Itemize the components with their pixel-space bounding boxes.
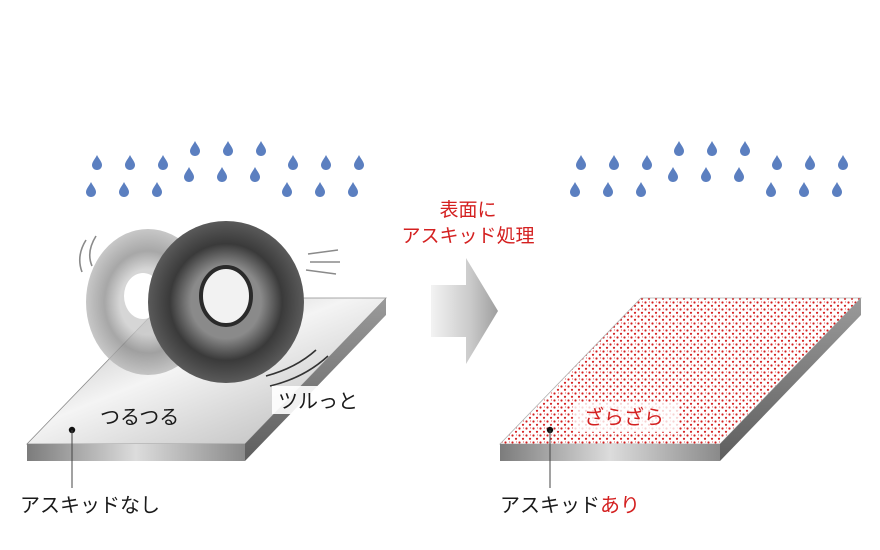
raindrop-icon (701, 167, 711, 182)
raindrop-icon (86, 182, 96, 197)
motion-lines-left (78, 235, 97, 273)
raindrop-icon (288, 155, 298, 170)
raindrop-icon (92, 155, 102, 170)
raindrop-icon (190, 141, 200, 156)
raindrop-icon (217, 167, 227, 182)
raindrop-icon (832, 182, 842, 197)
raindrop-icon (603, 182, 613, 197)
raindrop-icon (125, 155, 135, 170)
raindrop-icon (668, 167, 678, 182)
raindrop-icon (158, 155, 168, 170)
raindrop-icon (674, 141, 684, 156)
raindrop-icon (636, 182, 646, 197)
raindrop-icon (570, 182, 580, 197)
raindrop-icon (642, 155, 652, 170)
raindrop-icon (838, 155, 848, 170)
raindrop-icon (321, 155, 331, 170)
raindrop-icon (250, 167, 260, 182)
raindrop-icon (348, 182, 358, 197)
raindrop-icon (223, 141, 233, 156)
raindrop-icon (256, 141, 266, 156)
raindrop-icon (354, 155, 364, 170)
rough-plate (499, 297, 862, 461)
raindrop-icon (740, 141, 750, 156)
raindrop-icon (152, 182, 162, 197)
rough-surface-text: ざらざら (584, 405, 664, 429)
raindrop-icon (282, 182, 292, 197)
raindrop-icon (707, 141, 717, 156)
rain-drops-left (86, 141, 364, 197)
raindrop-icon (734, 167, 744, 182)
label-with-askid: アスキッドあり (500, 493, 640, 517)
motion-lines-right (305, 249, 340, 275)
rain-drops-right (570, 141, 848, 197)
tire-icon (148, 221, 304, 383)
raindrop-icon (805, 155, 815, 170)
process-line2: アスキッド処理 (401, 225, 534, 247)
smooth-surface-text: つるつる (100, 405, 179, 429)
process-arrow-icon (431, 258, 498, 364)
raindrop-icon (609, 155, 619, 170)
raindrop-icon (772, 155, 782, 170)
raindrop-icon (119, 182, 129, 197)
raindrop-icon (576, 155, 586, 170)
raindrop-icon (184, 167, 194, 182)
raindrop-icon (766, 182, 776, 197)
process-line1: 表面に (439, 199, 496, 221)
raindrop-icon (315, 182, 325, 197)
raindrop-icon (799, 182, 809, 197)
slip-text: ツルっと (278, 389, 358, 413)
motion-lines-bottom (265, 349, 329, 387)
label-without-askid: アスキッドなし (20, 493, 160, 517)
